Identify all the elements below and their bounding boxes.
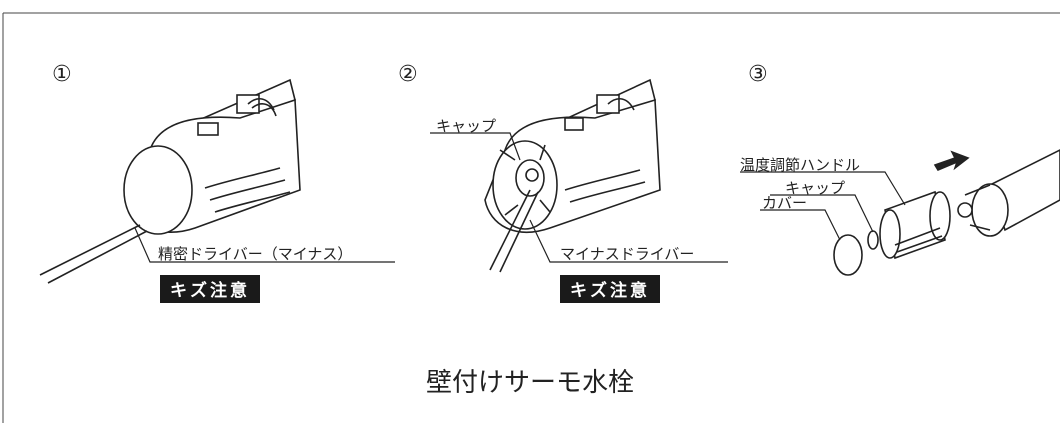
frame-border	[2, 12, 1060, 423]
step-1-warning-badge: キズ注意	[160, 275, 260, 303]
step-1-tool-label: 精密ドライバー（マイナス）	[158, 245, 353, 263]
step-2-number: ②	[398, 62, 418, 87]
step-1-number: ①	[52, 62, 72, 87]
step-3-cover-label: カバー	[762, 194, 808, 212]
step-3-handle-label: 温度調節ハンドル	[740, 156, 861, 174]
step-3-cap-label: キャップ	[785, 179, 846, 197]
step2-drawing	[430, 78, 728, 273]
step3-drawing	[740, 149, 1060, 276]
step1-drawing	[39, 78, 395, 284]
step-2-tool-label: マイナスドライバー	[560, 245, 695, 263]
step-2-warning-badge: キズ注意	[560, 275, 660, 303]
figure-caption: 壁付けサーモ水栓	[425, 368, 634, 398]
step-3-number: ③	[748, 62, 768, 87]
step-2-cap-label: キャップ	[436, 117, 497, 135]
